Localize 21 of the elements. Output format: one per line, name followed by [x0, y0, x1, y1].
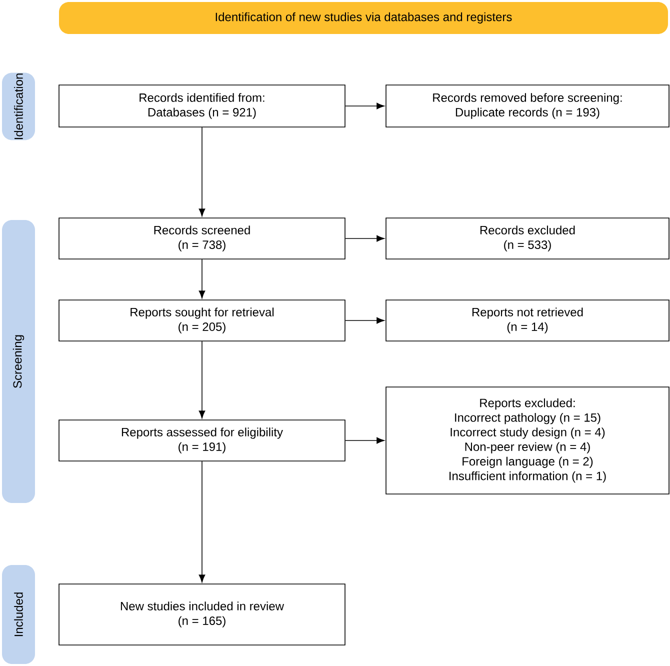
section-header-band: Identification of new studies via databases and registers [59, 2, 668, 34]
phase-label-band: Screening [2, 220, 35, 503]
phase-label-band: Identification [2, 72, 35, 140]
arrow [345, 317, 384, 324]
process-box: Records removed before screening: Duplicate records (n = 193) [386, 84, 670, 128]
process-box: Reports not retrieved (n = 14) [386, 300, 670, 342]
arrow [198, 460, 206, 582]
process-box: Reports sought for retrieval (n = 205) [58, 300, 346, 342]
arrow [345, 102, 384, 110]
arrow [198, 126, 206, 216]
arrow [198, 259, 206, 298]
process-box: Records screened (n = 738) [58, 218, 346, 260]
process-box: Reports excluded: Incorrect pathology (n = 15) Incorrect study design (n = 4) Non-peer review (n = 4) Foreign language (n = 2) Insufficient information (n = 1) [386, 386, 670, 494]
process-box: Records excluded (n = 533) [386, 218, 670, 260]
arrow [345, 437, 384, 444]
arrow [345, 235, 384, 242]
process-box: Reports assessed for eligibility (n = 191) [58, 420, 346, 462]
phase-label-band: Included [2, 564, 35, 664]
process-box: New studies included in review (n = 165) [58, 584, 346, 646]
arrow [198, 340, 206, 418]
process-box: Records identified from: Databases (n = 921) [58, 84, 346, 128]
